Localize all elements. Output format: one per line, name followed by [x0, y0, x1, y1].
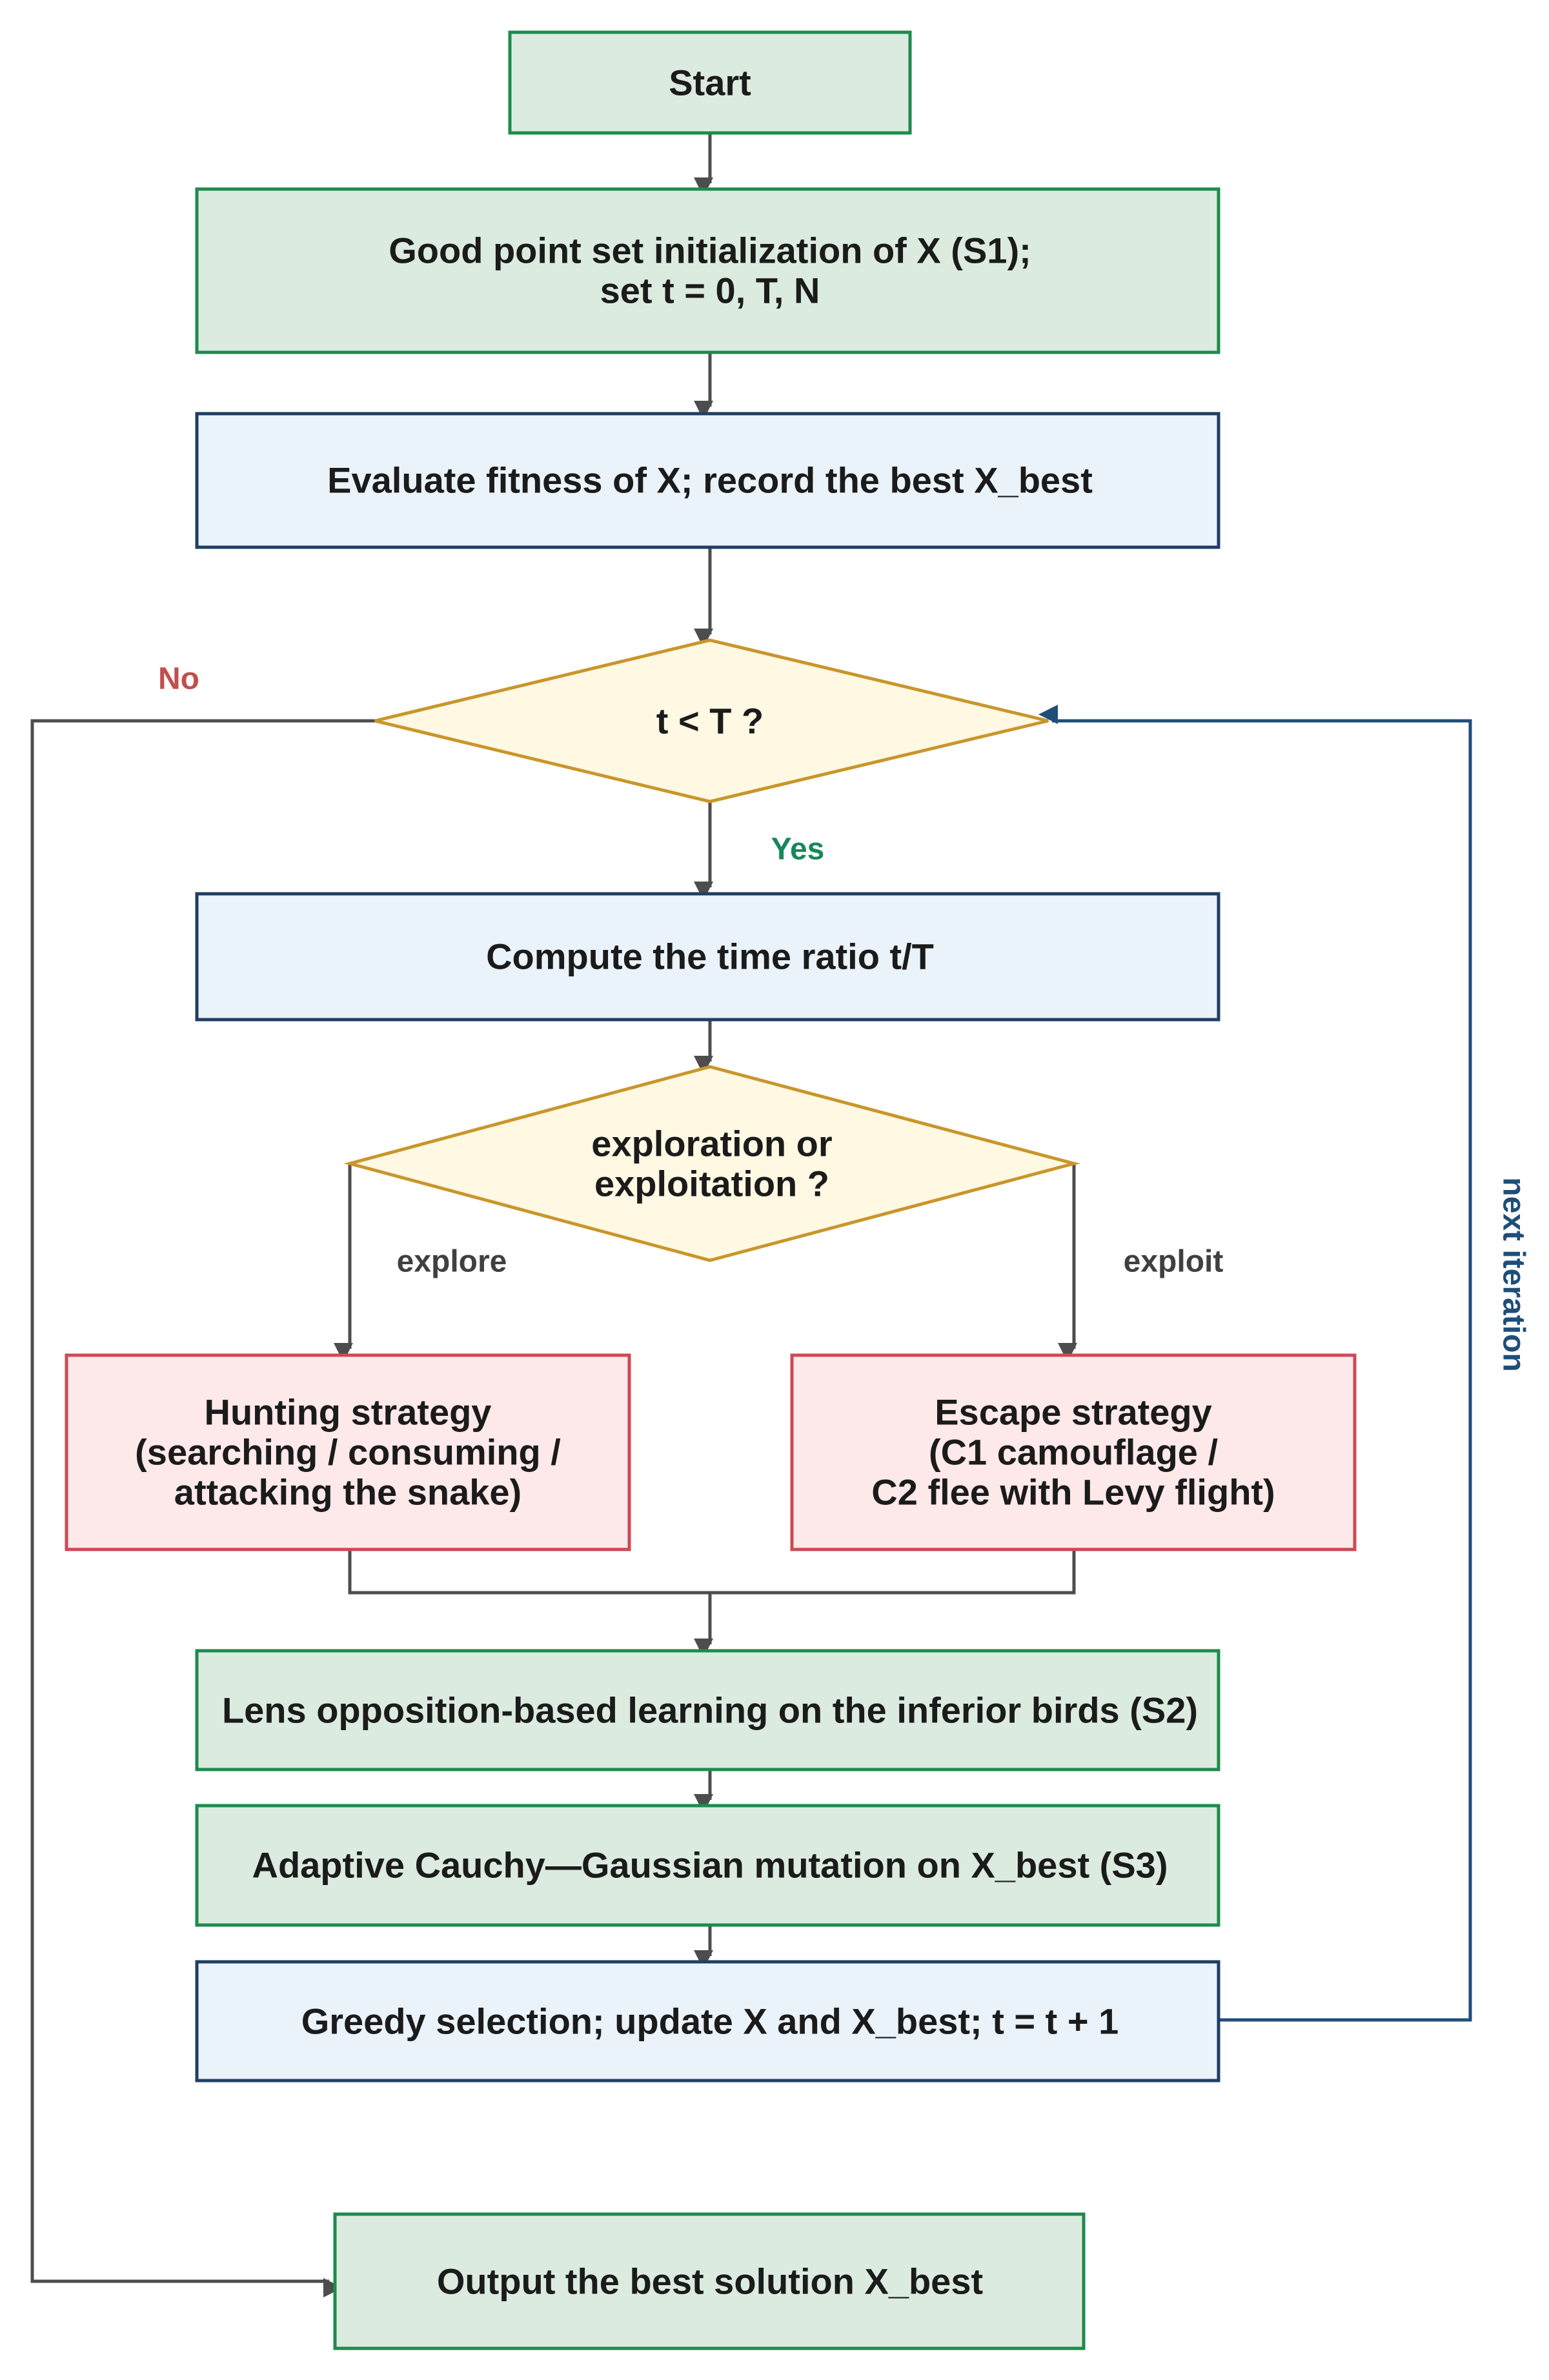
arrow-condition-no: [30, 719, 375, 2297]
greedy-box: [195, 1960, 1220, 2082]
condition-diamond: [374, 638, 1049, 803]
edge-labels: No Yes explore exploit next iteration: [158, 662, 1530, 1372]
init-label: Good point set initialization of X (S1);…: [389, 230, 1031, 311]
merge-strategies: [348, 1549, 1076, 1595]
output-label: Output the best solution X_best: [437, 2261, 983, 2302]
label-line: Evaluate fitness of X; record the best X…: [327, 460, 1093, 501]
time-ratio-label: Compute the time ratio t/T: [486, 936, 934, 977]
connectors: [30, 133, 1472, 2297]
exploit-label: exploit: [1124, 1245, 1224, 1279]
explore-label: explore: [397, 1245, 507, 1279]
label-line: Output the best solution X_best: [437, 2261, 983, 2302]
greedy-label: Greedy selection; update X and X_best; t…: [301, 2001, 1119, 2042]
label-line: Hunting strategy: [205, 1392, 492, 1433]
label-line: Greedy selection; update X and X_best; t…: [301, 2001, 1119, 2042]
label-line: Start: [669, 63, 751, 103]
start-box: [508, 30, 912, 135]
arrow-next-iteration: [1038, 705, 1472, 2022]
hunting-box: [65, 1353, 631, 1551]
start-label: Start: [669, 63, 751, 103]
label-line: t < T ?: [656, 701, 764, 741]
label-line: C2 flee with Levy flight): [871, 1472, 1275, 1513]
mutation-box: [195, 1804, 1220, 1927]
time-ratio-box: [195, 892, 1220, 1022]
no-label: No: [158, 662, 199, 696]
escape-box: [790, 1353, 1357, 1551]
evaluate-box: [195, 412, 1220, 549]
init-box: [195, 187, 1220, 354]
label-line: Escape strategy: [935, 1392, 1212, 1433]
label-line: Compute the time ratio t/T: [486, 936, 934, 977]
label-line: exploration or: [591, 1124, 832, 1164]
condition-label: t < T ?: [656, 701, 764, 741]
label-line: Good point set initialization of X (S1);: [389, 230, 1031, 271]
evaluate-label: Evaluate fitness of X; record the best X…: [327, 460, 1093, 501]
label-line: Lens opposition-based learning on the in…: [222, 1690, 1198, 1731]
hunting-label: Hunting strategy(searching / consuming /…: [135, 1392, 561, 1513]
label-line: exploitation ?: [594, 1164, 829, 1204]
node-labels: Start Good point set initialization of X…: [135, 63, 1275, 2302]
escape-label: Escape strategy(C1 camouflage /C2 flee w…: [871, 1392, 1275, 1513]
yes-label: Yes: [771, 832, 825, 867]
nodes: [65, 30, 1357, 2350]
next-iteration-label: next iteration: [1497, 1177, 1531, 1371]
label-line: attacking the snake): [174, 1472, 521, 1513]
label-line: set t = 0, T, N: [600, 270, 820, 311]
label-line: (searching / consuming /: [135, 1432, 561, 1473]
label-line: Adaptive Cauchy—Gaussian mutation on X_b…: [252, 1845, 1168, 1886]
lens-box: [195, 1649, 1220, 1771]
lens-label: Lens opposition-based learning on the in…: [222, 1690, 1198, 1731]
label-line: (C1 camouflage /: [929, 1432, 1219, 1473]
choice-diamond: [343, 1065, 1080, 1262]
output-box: [333, 2212, 1086, 2350]
mutation-label: Adaptive Cauchy—Gaussian mutation on X_b…: [252, 1845, 1168, 1886]
